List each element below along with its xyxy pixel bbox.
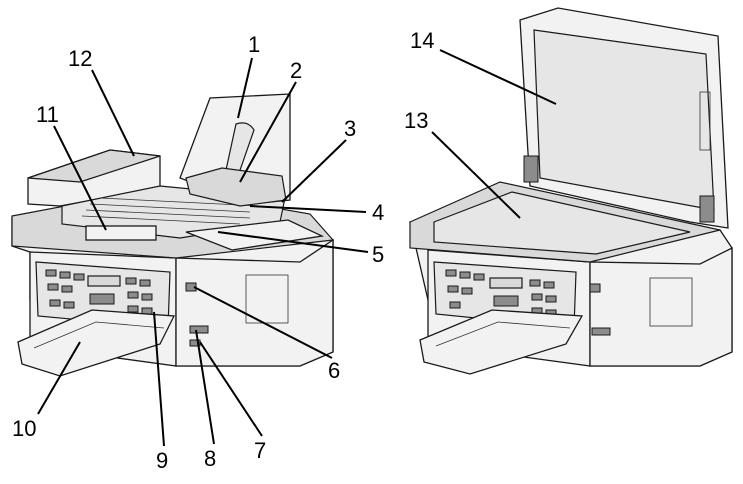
callout-9: 9	[156, 448, 168, 473]
callout-11: 11	[36, 102, 59, 127]
callout-8: 8	[204, 446, 216, 471]
callout-6: 6	[328, 358, 340, 383]
right-side-panel	[590, 248, 732, 366]
callout-7: 7	[254, 438, 266, 463]
right-button	[590, 284, 600, 292]
callout-14: 14	[410, 28, 434, 53]
callout-13: 13	[404, 108, 428, 133]
leader-3	[282, 140, 346, 202]
callout-12: 12	[68, 46, 92, 71]
adf-paper-stop	[86, 226, 156, 240]
callout-10: 10	[12, 416, 36, 441]
callout-4: 4	[372, 200, 384, 225]
card-slot	[190, 326, 208, 333]
leader-12	[92, 70, 134, 156]
callout-3: 3	[344, 116, 356, 141]
right-card-slot	[592, 328, 610, 335]
hinge-left	[524, 156, 538, 182]
callout-2: 2	[290, 58, 302, 83]
callout-1: 1	[248, 32, 260, 57]
callout-5: 5	[372, 242, 384, 267]
hinge-right	[700, 196, 714, 222]
printer-open	[410, 8, 732, 374]
